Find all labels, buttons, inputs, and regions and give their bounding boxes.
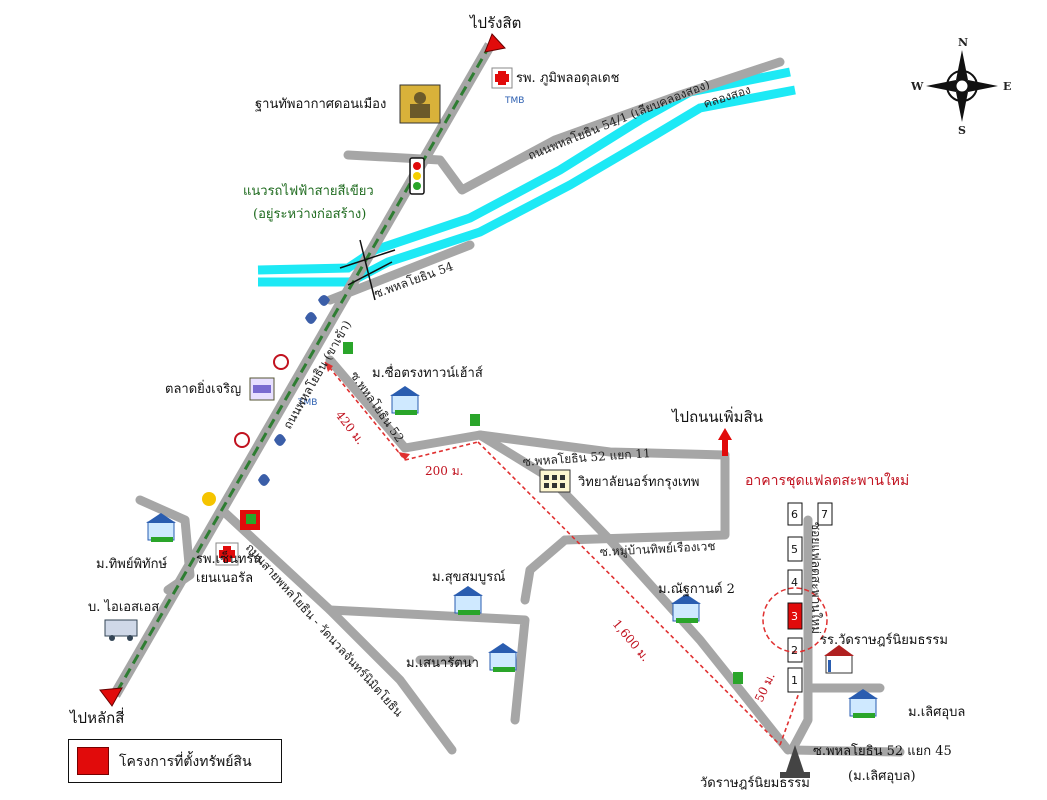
compass-s: S — [958, 124, 966, 137]
seven-eleven-icon — [343, 342, 353, 354]
compass-e: E — [1003, 80, 1011, 93]
building-num: 6 — [791, 508, 798, 521]
arrow-laksi-icon — [99, 687, 123, 707]
building-num: 2 — [791, 644, 798, 657]
arrow-nawamin-icon — [718, 428, 732, 456]
building-6 — [787, 502, 803, 526]
company-icon — [104, 619, 138, 641]
house-icon — [453, 586, 483, 615]
label-to-rangsit: ไปรังสิต — [469, 14, 521, 32]
label-to-nawamin: ไปถนนเพิ่มสิน — [671, 406, 763, 426]
arrow-rangsit-icon — [484, 33, 506, 53]
distance-420: 420 ม. — [333, 408, 368, 447]
building-1 — [787, 667, 803, 693]
market-icon — [249, 377, 275, 401]
building-num: 4 — [791, 576, 798, 589]
building-numbers: 6 7 5 4 3 2 1 — [791, 508, 828, 687]
legend-swatch-icon — [77, 747, 109, 775]
building-5 — [787, 536, 803, 562]
college-icon — [539, 469, 571, 493]
hospital-icon — [491, 67, 513, 89]
kbank-icon — [234, 432, 250, 448]
compass-icon: N S E W — [910, 36, 1011, 137]
label-bo-ios: บ. ไอเอสเอส — [88, 599, 159, 615]
seven-eleven-icon — [733, 672, 743, 684]
seven-eleven-icon — [470, 414, 480, 426]
house-icon — [146, 513, 176, 542]
label-moo-sue-trong: ม.ซื่อตรงทาวน์เฮ้าส์ — [372, 364, 483, 381]
building-2 — [787, 637, 803, 663]
label-hospital-central2: เยนเนอรัล — [196, 571, 253, 586]
bbl-bank-icon — [318, 295, 330, 306]
label-road-ratchada: ถนนสายพหลโยธิน - วัดนวลจันทร์นิมิตโยธิน — [243, 541, 406, 720]
label-college: วิทยาลัยนอร์ทกรุงเทพ — [577, 474, 699, 490]
label-soi-52-45: ซ.พหลโยธิน 52 แยก 45 — [813, 743, 952, 759]
building-num: 3 — [791, 610, 798, 623]
label-moo-snarat: ม.เสนารัตนา — [406, 656, 479, 671]
label-moo-sukhsomboon: ม.สุขสมบูรณ์ — [432, 569, 505, 585]
house-icon — [390, 386, 420, 415]
label-soi-flat: ซอยแฟลตสะพานใหม่ — [809, 522, 823, 634]
label-moo-lert2: (ม.เลิศอุบล) — [848, 769, 916, 784]
label-skytrain-line: แนวรถไฟฟ้าสายสีเขียว — [243, 183, 374, 199]
building-num: 7 — [821, 508, 828, 521]
route-path — [324, 361, 801, 746]
bank-icons: TMB TMB — [202, 96, 743, 684]
distance-50: 50 ม. — [752, 670, 778, 704]
traffic-light-icon — [409, 157, 425, 195]
bbl-bank-icon — [258, 474, 270, 486]
label-moo-thip: ม.ทิพย์พิทักษ์ — [96, 556, 167, 572]
building-3-target — [787, 602, 803, 630]
label-market: ตลาดยิ่งเจริญ — [165, 380, 241, 397]
building-7 — [817, 502, 833, 526]
bbl-bank-icon — [305, 312, 317, 324]
label-school: รร.วัดราษฎร์นิยมธรรม — [820, 632, 948, 648]
school-icon — [824, 645, 854, 674]
krungsri-icon — [202, 492, 216, 506]
distance-200: 200 ม. — [425, 464, 463, 478]
hospital-icon — [215, 542, 239, 566]
house-icon — [848, 689, 878, 718]
tmb-logo-icon: TMB — [297, 398, 317, 408]
main-road — [110, 42, 495, 698]
compass-w: W — [910, 80, 924, 93]
compass-n: N — [958, 36, 968, 49]
house-icon — [488, 643, 518, 672]
flat-buildings — [762, 502, 833, 693]
bbl-bank-icon — [274, 434, 286, 446]
kbank-icon — [273, 354, 289, 370]
label-bhumibol-hospital: รพ. ภูมิพลอดุลเดช — [516, 71, 620, 86]
house-icon — [671, 594, 701, 623]
temple-icon — [780, 745, 810, 778]
label-to-laksi: ไปหลักสี่ — [69, 707, 124, 727]
building-num: 5 — [791, 543, 798, 556]
legend-label: โครงการที่ตั้งทรัพย์สิน — [119, 754, 252, 770]
label-moo-lert: ม.เลิศอุบล — [908, 705, 965, 720]
air-force-base-icon — [399, 84, 441, 124]
bridge-icon — [339, 239, 396, 301]
distance-1600: 1,600 ม. — [610, 617, 653, 664]
legend: โครงการที่ตั้งทรัพย์สิน — [68, 739, 282, 783]
roads — [135, 57, 905, 757]
target-circle — [762, 587, 828, 653]
label-skytrain-note: (อยู่ระหว่างก่อสร้าง) — [253, 207, 366, 222]
label-target-building: อาคารชุดแฟลตสะพานใหม่ — [745, 472, 909, 489]
label-air-force-base: ฐานทัพอากาศดอนเมือง — [255, 96, 386, 112]
label-hospital-central: รพ.เซ็นทรัล — [196, 549, 261, 567]
building-num: 1 — [791, 674, 798, 687]
village-icons — [146, 386, 878, 718]
tmb-logo-icon: TMB — [504, 96, 524, 106]
label-temple: วัดราษฎร์นิยมธรรม — [700, 775, 810, 791]
label-moo-ratkan: ม.ณัฐกานต์ 2 — [658, 581, 735, 597]
